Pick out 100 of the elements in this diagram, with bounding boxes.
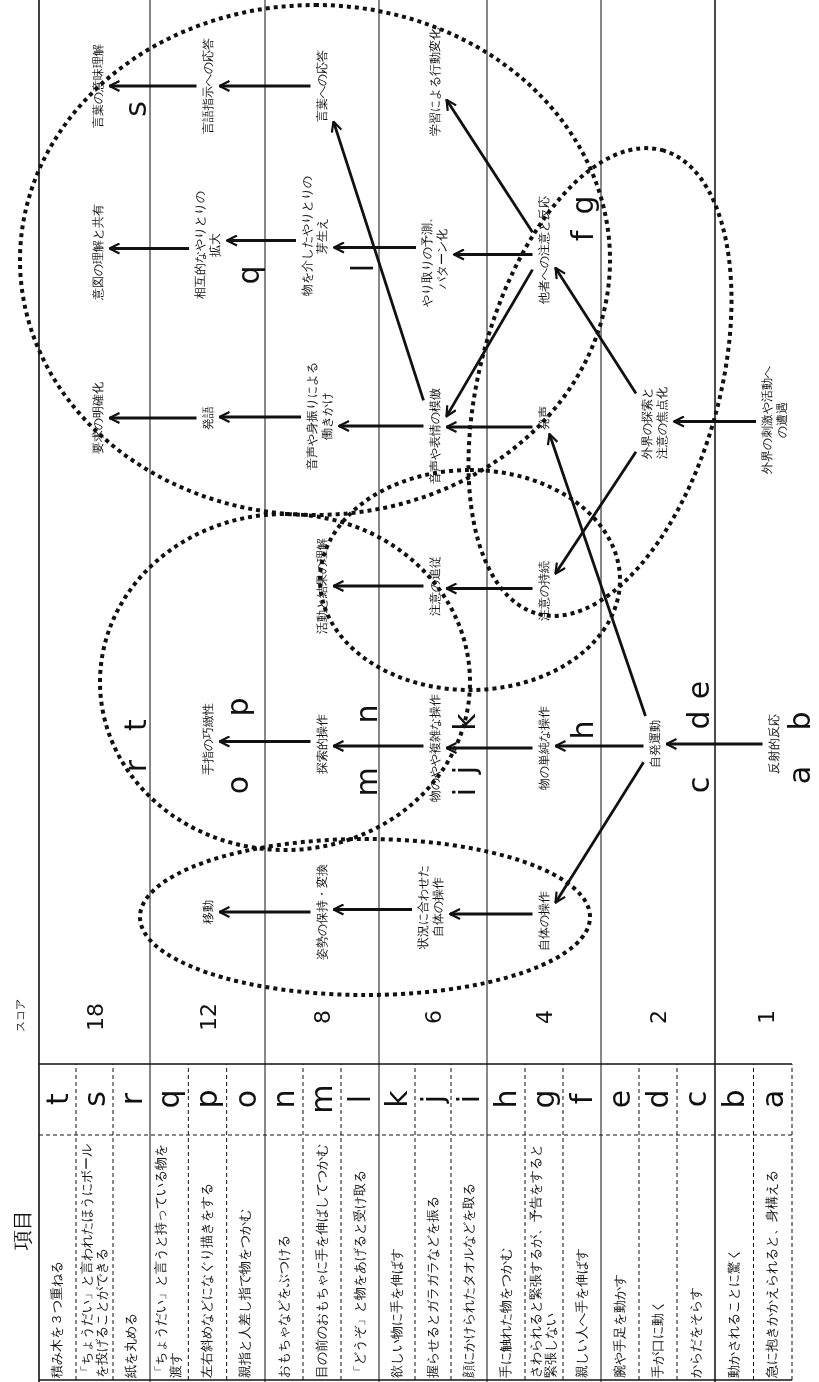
item-letter: j bbox=[418, 1094, 448, 1104]
item-letter: c bbox=[681, 1090, 711, 1108]
stage-label: 自発運動 bbox=[647, 720, 663, 768]
stage-label: 外界の刺激や活動への遭遇 bbox=[760, 364, 790, 476]
stage-label: 自体の操作 bbox=[536, 891, 552, 951]
item-letter: h bbox=[491, 1089, 521, 1109]
item-description: 顔にかけられたタオルなどを取る bbox=[461, 1183, 477, 1378]
item-letter: m bbox=[307, 1084, 337, 1114]
arrow bbox=[554, 451, 638, 575]
arrow bbox=[332, 739, 424, 753]
arrow bbox=[108, 242, 189, 255]
stage-label: 相互的なやりとりの拡大 bbox=[193, 189, 223, 301]
item-letter: o bbox=[230, 1089, 261, 1109]
item-description: 「どうぞ」と物をあげると受け取る bbox=[352, 1170, 368, 1378]
item-letter: p bbox=[192, 1089, 223, 1109]
column-header: 項目 bbox=[8, 1210, 35, 1250]
arrow bbox=[332, 903, 412, 916]
item-letter: s bbox=[79, 1091, 110, 1107]
item-description: 「ちょうだい」と言うと持っている物を渡す bbox=[154, 1144, 185, 1378]
item-letter-mark: e bbox=[684, 680, 714, 700]
arrow bbox=[330, 120, 425, 401]
score-value: 1 bbox=[753, 1010, 779, 1024]
item-description: 手に触れた物をつかむ bbox=[498, 1248, 514, 1378]
item-description: 握らせるとガラガラなどを振る bbox=[425, 1196, 441, 1378]
item-letter: r bbox=[116, 1092, 147, 1106]
item-letter-mark: f bbox=[568, 230, 598, 242]
arrow bbox=[452, 248, 533, 261]
arrow bbox=[225, 234, 296, 247]
item-letter-mark: c bbox=[684, 776, 714, 794]
arrow bbox=[218, 79, 311, 93]
score-value: 4 bbox=[531, 1010, 557, 1024]
item-letter: g bbox=[529, 1089, 559, 1109]
arrow bbox=[218, 735, 311, 748]
arrow bbox=[332, 241, 416, 254]
arrow bbox=[108, 411, 197, 425]
stage-label: 探索的操作 bbox=[314, 714, 330, 774]
item-description: からだをそらす bbox=[688, 1287, 704, 1378]
item-description: 紙を丸める bbox=[124, 1313, 139, 1378]
item-letter-mark: j bbox=[450, 765, 480, 775]
item-description: おもちゃなどをぶつける bbox=[276, 1235, 292, 1378]
stage-label: やり取りの予測、パターン化 bbox=[420, 209, 450, 309]
stage-label: 姿勢の保持・変換 bbox=[314, 864, 330, 960]
stage-label: 学習による行動変化 bbox=[427, 28, 443, 136]
item-letter-mark: m bbox=[352, 767, 382, 797]
item-letter-mark: h bbox=[568, 720, 598, 740]
item-letter-mark: i bbox=[450, 787, 480, 797]
item-letter: a bbox=[757, 1089, 788, 1109]
item-letter-mark: q bbox=[234, 265, 264, 285]
item-description: 腕や手足を動かす bbox=[612, 1274, 628, 1378]
item-letter-mark: d bbox=[684, 710, 714, 730]
item-letter: k bbox=[382, 1090, 412, 1108]
arrow bbox=[445, 582, 533, 595]
arrow bbox=[337, 419, 424, 433]
arrow bbox=[108, 79, 197, 93]
stage-label: 物を介したやりとりの芽生え bbox=[300, 174, 330, 298]
item-description: 「ちょうだい」と言われたほうにボールを投げることができる bbox=[79, 1144, 110, 1378]
arrow bbox=[445, 741, 533, 755]
item-description: 手が口に動く bbox=[650, 1300, 666, 1378]
item-letter: t bbox=[42, 1093, 73, 1105]
item-letter: i bbox=[454, 1094, 484, 1104]
item-description: さわられると緊張するが、予告をすると緊張しない bbox=[529, 1144, 559, 1378]
arrow bbox=[672, 415, 756, 428]
item-letter-mark: g bbox=[568, 195, 598, 215]
item-letter-mark: t bbox=[121, 719, 151, 731]
item-description: 左右斜めなどになぐり描きをする bbox=[200, 1183, 215, 1378]
item-letter: b bbox=[719, 1089, 750, 1109]
item-description: 親指と人差し指で物をつかむ bbox=[238, 1209, 254, 1378]
item-letter: l bbox=[345, 1094, 375, 1104]
score-value: 8 bbox=[309, 1010, 335, 1024]
item-description: 急に抱きかかえられると、身構える bbox=[765, 1170, 781, 1378]
item-letter-mark: r bbox=[121, 759, 151, 773]
item-letter-mark: l bbox=[348, 263, 378, 273]
stage-label: 言語指示への応答 bbox=[200, 38, 216, 134]
arrow bbox=[445, 268, 534, 418]
stage-label: 意図の理解と共有 bbox=[90, 204, 106, 300]
stage-label: 反射的反応 bbox=[766, 714, 782, 774]
stage-label: 手指の巧緻性 bbox=[200, 703, 216, 775]
item-letter: d bbox=[643, 1089, 673, 1109]
score-value: 6 bbox=[420, 1010, 446, 1024]
item-letter-mark: b bbox=[785, 711, 815, 731]
item-letter: q bbox=[154, 1089, 185, 1109]
score-value: 12 bbox=[195, 1003, 221, 1031]
stage-label: 発語 bbox=[200, 406, 216, 430]
stage-label: 状況に合わせた自体の操作 bbox=[416, 863, 446, 951]
stage-label: 物のやや複雑な操作 bbox=[427, 694, 443, 802]
column-header: スコア bbox=[12, 998, 28, 1032]
item-letter: e bbox=[605, 1089, 635, 1109]
arrow bbox=[554, 761, 645, 904]
arrow bbox=[218, 905, 311, 919]
item-letter-mark: p bbox=[223, 697, 253, 717]
arrow bbox=[445, 98, 534, 234]
arrow bbox=[332, 579, 424, 593]
arrow bbox=[554, 266, 638, 395]
stage-label: 移動 bbox=[200, 900, 216, 924]
item-description: 目の前のおもちゃに手を伸ばしてつかむ bbox=[314, 1144, 330, 1378]
arrow bbox=[218, 410, 301, 424]
item-description: 親しい人へ手を伸ばす bbox=[574, 1248, 590, 1378]
item-letter-mark: a bbox=[785, 765, 815, 785]
stage-label: 音声や身振りによる働きかけ bbox=[305, 360, 335, 472]
stage-label: 音声や表情の模倣 bbox=[427, 388, 443, 484]
